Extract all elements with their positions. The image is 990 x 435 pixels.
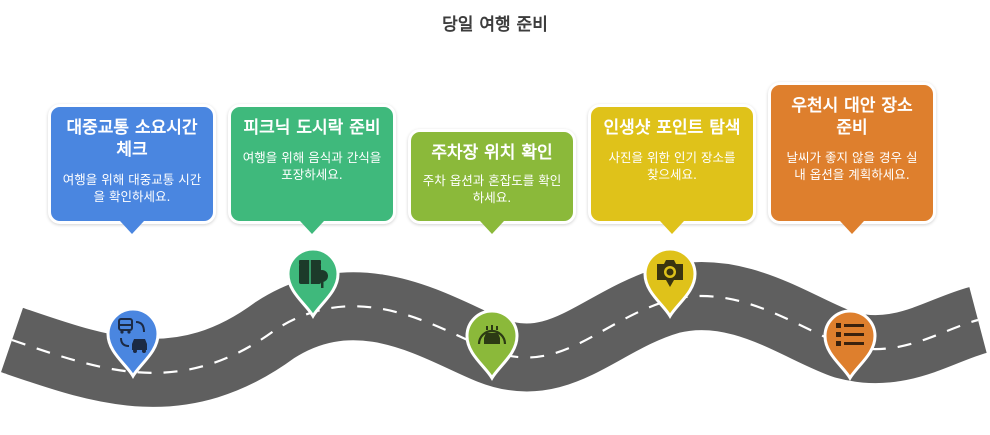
bus-car-icon (106, 307, 160, 379)
step-title: 우천시 대안 장소 준비 (791, 96, 913, 138)
step-title: 피크닉 도시락 준비 (243, 118, 381, 138)
checklist-icon (823, 309, 877, 381)
step-description: 여행을 위해 대중교통 시간을 확인하세요. (62, 172, 202, 204)
step-title: 주차장 위치 확인 (431, 143, 553, 163)
step-pin-3 (463, 306, 521, 382)
step-description: 여행을 위해 음식과 간식을 포장하세요. (242, 150, 382, 182)
step-description: 주차 옵션과 혼잡도를 확인하세요. (422, 173, 562, 205)
parking-car-icon (465, 309, 519, 381)
page-title: 당일 여행 준비 (442, 15, 548, 35)
step-pin-2 (284, 244, 342, 320)
step-title: 인생샷 포인트 탐색 (603, 118, 741, 138)
step-description: 날씨가 좋지 않을 경우 실내 옵션을 계획하세요. (786, 150, 918, 182)
step-pin-4 (641, 244, 699, 320)
step-title: 대중교통 소요시간 체크 (66, 118, 198, 160)
step-card-3: 주차장 위치 확인 주차 옵션과 혼잡도를 확인하세요. (408, 129, 576, 234)
step-pin-1 (104, 304, 162, 380)
step-pin-5 (821, 306, 879, 382)
step-card-5: 우천시 대안 장소 준비 날씨가 좋지 않을 경우 실내 옵션을 계획하세요. (768, 82, 936, 234)
step-card-4: 인생샷 포인트 탐색 사진을 위한 인기 장소를 찾으세요. (588, 104, 756, 234)
step-description: 사진을 위한 인기 장소를 찾으세요. (608, 150, 736, 182)
camera-location-icon (643, 247, 697, 319)
step-card-1: 대중교통 소요시간 체크 여행을 위해 대중교통 시간을 확인하세요. (48, 104, 216, 234)
step-card-2: 피크닉 도시락 준비 여행을 위해 음식과 간식을 포장하세요. (228, 104, 396, 234)
picnic-basket-icon (286, 247, 340, 319)
